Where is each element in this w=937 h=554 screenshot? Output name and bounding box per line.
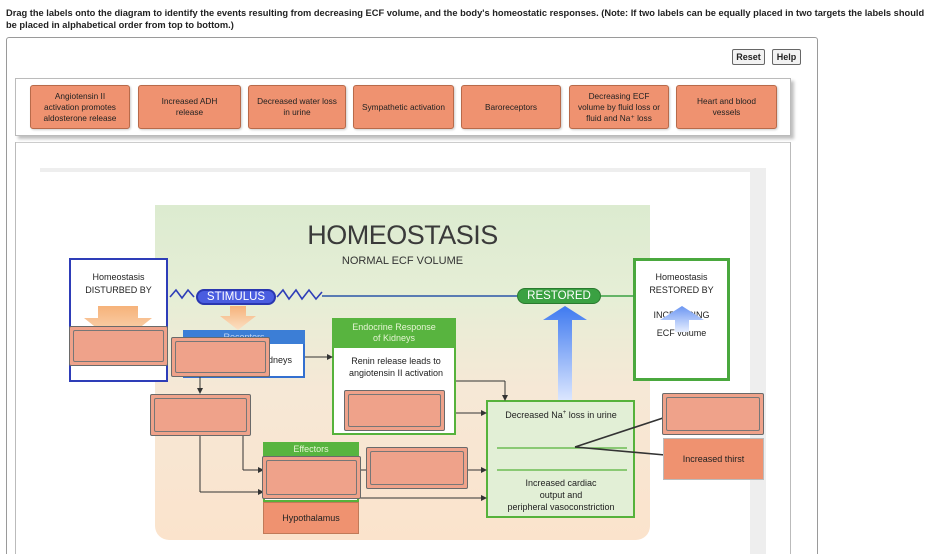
dropzone-effector-response-inner: [370, 451, 464, 485]
decreased-na-prefix: Decreased Na: [505, 410, 563, 420]
outcome-box: [486, 400, 635, 518]
renin-line1: Renin release leads to: [351, 356, 441, 366]
label-adh-line2: release: [175, 107, 204, 117]
endocrine-header: Endocrine Response of Kidneys: [332, 318, 456, 348]
stimulus-down-arrow: [220, 306, 256, 330]
endocrine-header-line2: of Kidneys: [372, 333, 416, 343]
label-baroreceptors[interactable]: Baroreceptors: [461, 85, 561, 129]
label-heart-line1: Heart and blood: [696, 96, 757, 106]
restored-up-arrow: [543, 306, 587, 400]
stimulus-zigzag-right: [276, 288, 323, 301]
dropzone-outcome[interactable]: [662, 393, 764, 435]
label-ecf-line1: Decreasing ECF: [588, 90, 650, 101]
label-sympathetic-line1: Sympathetic activation: [361, 101, 445, 112]
label-adh-line1: Increased ADH: [161, 96, 218, 106]
dropzone-effectors-inner: [266, 460, 357, 495]
label-ecf-line3: fluid and Na⁺ loss: [586, 112, 652, 123]
normal-ecf-label: NORMAL ECF VOLUME: [341, 255, 464, 267]
restored-line2: RESTORED BY: [649, 285, 714, 295]
dropzone-outcome-inner: [666, 397, 760, 431]
instructions-text: Drag the labels onto the diagram to iden…: [6, 8, 925, 30]
help-button[interactable]: Help: [772, 49, 801, 65]
renin-text: Renin release leads to angiotensin II ac…: [336, 355, 456, 379]
dropzone-control-center-inner: [154, 398, 247, 432]
disturbed-down-arrow: [84, 306, 152, 345]
cardiac-line3: peripheral vasoconstriction: [507, 502, 615, 512]
dropzone-receptors-inner: [175, 341, 266, 373]
increased-thirst-chip: Increased thirst: [663, 438, 764, 480]
stimulus-zigzag: [169, 288, 195, 300]
dropzone-stimulus-inner: [73, 330, 164, 362]
label-ecf-line2: volume by fluid loss or: [577, 101, 661, 112]
increased-cardiac-text: Increased cardiac output and peripheral …: [490, 477, 632, 513]
cardiac-line2: output and: [539, 490, 583, 500]
restored-line4: ECF volume: [656, 328, 707, 338]
label-heart-line2: vessels: [712, 107, 741, 117]
label-baroreceptors-line1: Baroreceptors: [484, 101, 538, 112]
dropzone-endocrine-inner: [348, 394, 441, 427]
renin-line2: angiotensin II activation: [348, 368, 444, 378]
dropzone-endocrine[interactable]: [344, 390, 445, 431]
label-angiotensin-line3: aldosterone release: [43, 112, 117, 123]
tray-divider: [15, 142, 791, 143]
decreased-na-sup: +: [562, 410, 567, 416]
restored-line1: Homeostasis: [655, 272, 708, 282]
dropzone-stimulus[interactable]: [69, 326, 168, 366]
disturbed-line1: Homeostasis: [92, 272, 145, 282]
dropzone-effector-response[interactable]: [366, 447, 468, 489]
dropzone-effectors[interactable]: [262, 456, 361, 499]
hypothalamus-chip: Hypothalamus: [263, 502, 359, 534]
endocrine-header-line1: Endocrine Response: [352, 322, 436, 332]
label-angiotensin-line1: Angiotensin II: [54, 90, 106, 101]
label-angiotensin-line2: activation promotes: [44, 101, 116, 112]
disturbed-line2: DISTURBED BY: [85, 285, 152, 295]
reset-button[interactable]: Reset: [732, 49, 765, 65]
label-water-line1: Decreased water loss: [257, 96, 337, 106]
homeostasis-title: HOMEOSTASIS: [307, 220, 498, 250]
label-water-line2: in urine: [283, 107, 311, 117]
stimulus-pill: STIMULUS: [196, 289, 276, 305]
dropzone-receptors[interactable]: [171, 337, 270, 377]
restored-pill: RESTORED: [517, 288, 601, 304]
diagram-frame: [15, 142, 791, 554]
kidneys-label: Kidneys: [260, 355, 293, 365]
restored-box-up-arrow: [660, 306, 704, 332]
cardiac-line1: Increased cardiac: [525, 478, 597, 488]
dropzone-control-center[interactable]: [150, 394, 251, 436]
decreased-na-suffix: loss in urine: [566, 410, 617, 420]
decreased-na-loss-text: Decreased Na+ loss in urine: [490, 410, 632, 420]
effectors-header: Effectors: [263, 442, 359, 456]
label-sympathetic-activation[interactable]: Sympathetic activation: [353, 85, 454, 129]
